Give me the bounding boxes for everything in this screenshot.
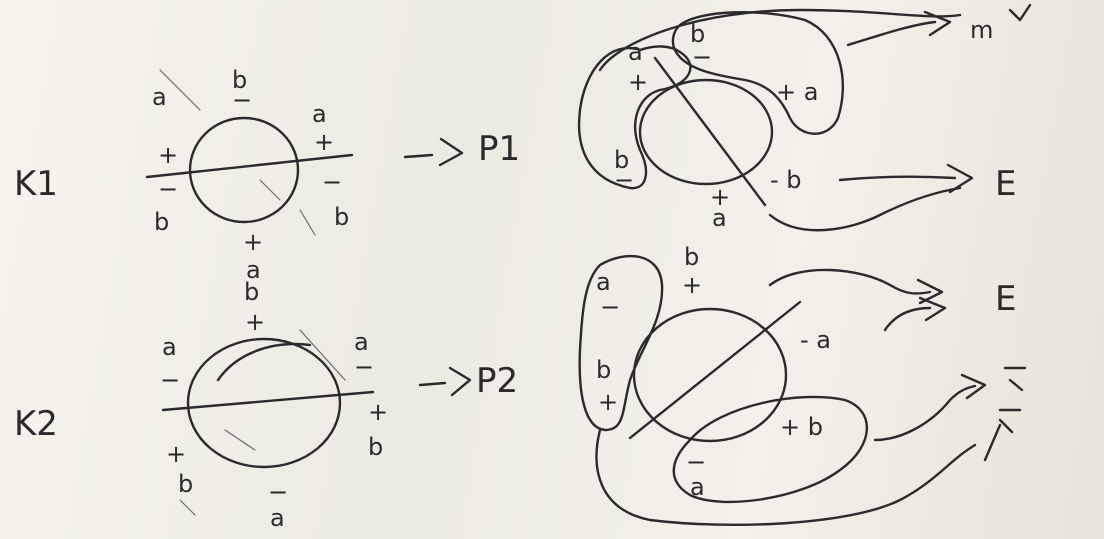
k2-minus-right: − xyxy=(354,353,374,381)
k1-a-right: a xyxy=(312,100,327,128)
k1-plus-left: + xyxy=(158,141,178,169)
p1-minus-left: − xyxy=(614,166,634,194)
p1-mu-mark xyxy=(1008,3,1032,22)
k1-minus-right: − xyxy=(322,168,342,196)
p1-m-label: m xyxy=(970,16,993,44)
p2-arrow-to-mu-icon xyxy=(873,373,987,442)
k1-circle xyxy=(188,116,300,224)
k1-circle-group: K1 a b − a + + − b − b + a xyxy=(14,66,354,284)
k2-plus-bottomleft: + xyxy=(166,440,186,468)
p1-top-right-loop xyxy=(671,11,845,135)
p1-minus-top: − xyxy=(692,43,712,71)
p2-plus-left: + xyxy=(598,388,618,416)
k1-arrow-icon xyxy=(403,137,464,167)
k1-b-left: b xyxy=(154,208,169,236)
p2-a-bottom: a xyxy=(690,473,705,501)
p2-minus-left: − xyxy=(600,293,620,321)
k1-b-top: b xyxy=(232,66,247,94)
p2-b-left: b xyxy=(596,356,611,384)
k1-b-right: b xyxy=(334,203,349,231)
p1-a-bottom: a xyxy=(712,204,727,232)
p1-label: P1 xyxy=(478,129,520,169)
p2-b-top: b xyxy=(684,243,699,271)
p1-b-left: b xyxy=(614,146,629,174)
p1-curve-to-e xyxy=(768,186,962,232)
k1-minus-left: − xyxy=(158,175,178,203)
p1-minus-b: - b xyxy=(770,166,802,194)
p2-bottom-loop xyxy=(672,395,869,504)
k2-a-bottom: a xyxy=(270,504,285,532)
p2-a-left: a xyxy=(596,268,611,296)
p1-plus-a: + a xyxy=(776,78,818,106)
k2-arrow-group: P2 xyxy=(418,361,518,401)
p1-left-loop xyxy=(577,45,692,190)
p1-a-topleft: a xyxy=(628,38,643,66)
k1-plus-right: + xyxy=(314,128,334,156)
k1-plus-bottom: + xyxy=(243,228,263,256)
p1-arrow-to-m-icon xyxy=(846,10,952,47)
k2-b-right: b xyxy=(368,433,383,461)
p2-minus-a: - a xyxy=(800,326,831,354)
p2-mu-marks xyxy=(998,366,1027,434)
k1-axis-line xyxy=(145,153,354,179)
p1-e-label: E xyxy=(995,164,1016,204)
p1-diagram: m a + b − + a b − - b + a E xyxy=(577,3,1032,232)
p2-diagram: a − b + b + - a + b − a E xyxy=(578,243,1027,527)
p2-mu-stroke xyxy=(983,423,1002,462)
p2-outer-curve-bottom xyxy=(595,428,977,527)
k2-b-top: b xyxy=(244,278,259,306)
p1-outer-curve-top xyxy=(598,8,962,72)
k2-a-right: a xyxy=(354,328,369,356)
p1-arrow-to-e-icon xyxy=(838,163,974,194)
k1-arrow-group: P1 xyxy=(403,129,520,169)
k2-b-bottomleft: b xyxy=(178,470,193,498)
p2-e-label: E xyxy=(995,279,1016,319)
p1-b-top: b xyxy=(690,20,705,48)
p2-arrow-to-e-icon xyxy=(768,268,944,305)
p2-label: P2 xyxy=(476,361,518,401)
k1-a-bottom: a xyxy=(246,256,261,284)
p1-plus-left: + xyxy=(628,68,648,96)
k2-a-left: a xyxy=(162,333,177,361)
k2-plus-top: + xyxy=(245,308,265,336)
k2-circle xyxy=(186,337,342,469)
k2-circle-group: K2 b + a − a − + b + b − a xyxy=(14,278,388,532)
p2-plus-top: + xyxy=(682,271,702,299)
k1-a-topleft: a xyxy=(152,83,167,111)
k2-label: K2 xyxy=(14,404,58,444)
p1-plus-bottom: + xyxy=(710,183,730,211)
p2-arrow-to-e-second-icon xyxy=(883,296,947,332)
k1-minus-top: − xyxy=(232,86,252,114)
p1-circle xyxy=(638,78,774,186)
k1-faint-marks xyxy=(159,69,316,236)
p2-minus-bottom: − xyxy=(686,448,706,476)
k2-minus-bottom: − xyxy=(268,478,288,506)
k2-arrow-icon xyxy=(418,366,472,397)
k2-plus-right: + xyxy=(368,398,388,426)
k2-axis-line xyxy=(161,390,375,412)
p2-diagonal-line xyxy=(628,300,802,440)
k2-inner-arc xyxy=(216,342,312,382)
p2-left-loop xyxy=(578,254,664,432)
k2-faint-marks xyxy=(179,329,346,516)
p2-circle xyxy=(632,307,788,443)
p2-plus-b: + b xyxy=(780,413,823,441)
k1-label: K1 xyxy=(14,164,58,204)
p1-diagonal-line xyxy=(653,56,767,207)
k2-minus-left: − xyxy=(160,366,180,394)
